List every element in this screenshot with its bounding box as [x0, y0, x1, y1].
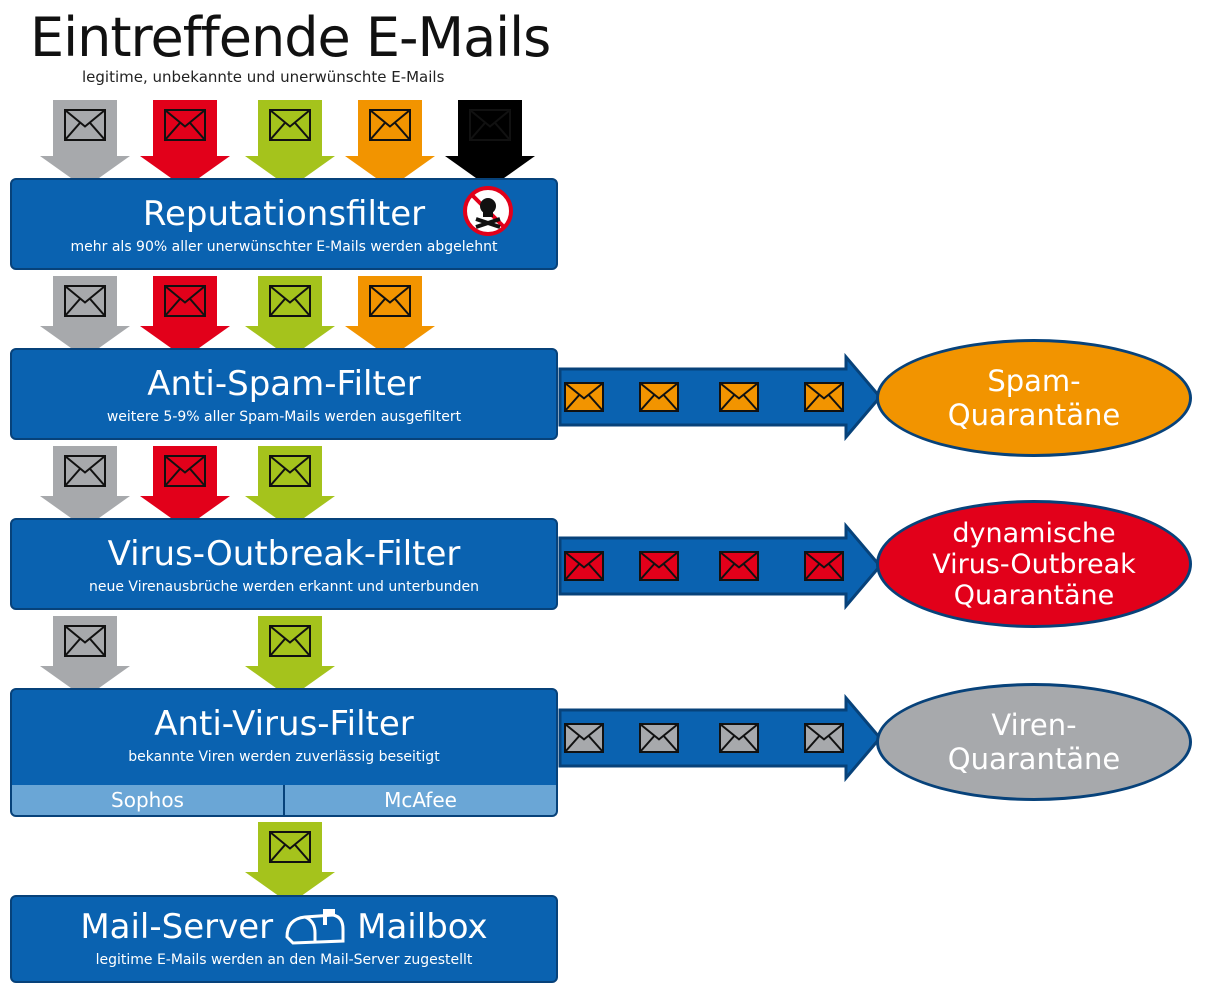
flow-arrow-legit-4	[40, 616, 130, 698]
envelope-icon	[564, 382, 604, 412]
mailbox-label: Mailbox	[357, 907, 488, 947]
vendor-sophos: Sophos	[111, 788, 184, 812]
flow-arrow-unknown-1	[245, 100, 335, 188]
antivirus-vendor-bar: Sophos McAfee	[10, 785, 558, 817]
anti-spam-filter-box: Anti-Spam-Filter weitere 5-9% aller Spam…	[10, 348, 558, 440]
reputation-filter-title: Reputationsfilter	[142, 194, 426, 234]
mail-server-label: Mail-Server	[80, 907, 274, 947]
virus-outbreak-quarantine-line-2: Virus-Outbreak	[932, 548, 1136, 580]
anti-virus-filter-subtitle: bekannte Viren werden zuverlässig beseit…	[128, 749, 440, 765]
envelope-icon	[719, 723, 759, 753]
spam-quarantine-arrow	[558, 352, 882, 442]
virus-quarantine: Viren- Quarantäne	[876, 683, 1192, 801]
envelope-icon	[639, 382, 679, 412]
virus-outbreak-quarantine-arrow	[558, 521, 882, 611]
flow-arrow-virus-1	[140, 100, 230, 188]
vendor-mcafee: McAfee	[283, 785, 556, 815]
envelope-icon	[64, 285, 106, 317]
envelope-icon	[804, 551, 844, 581]
spam-quarantine-line-2: Quarantäne	[947, 398, 1121, 432]
envelope-icon	[564, 551, 604, 581]
virus-quarantine-arrow	[558, 693, 882, 783]
flow-arrow-unknown-5	[245, 822, 335, 904]
envelope-icon	[369, 109, 411, 141]
envelope-icon	[639, 723, 679, 753]
envelope-icon	[804, 382, 844, 412]
envelope-icon	[64, 625, 106, 657]
envelope-icon	[369, 285, 411, 317]
virus-quarantine-line-1: Viren-	[991, 708, 1077, 742]
virus-outbreak-filter-box: Virus-Outbreak-Filter neue Virenausbrüch…	[10, 518, 558, 610]
anti-spam-filter-subtitle: weitere 5-9% aller Spam-Mails werden aus…	[106, 409, 462, 425]
virus-outbreak-filter-subtitle: neue Virenausbrüche werden erkannt und u…	[89, 579, 479, 595]
spam-quarantine-line-1: Spam-	[987, 364, 1081, 398]
virus-outbreak-quarantine: dynamische Virus-Outbreak Quarantäne	[876, 500, 1192, 628]
envelope-icon	[269, 455, 311, 487]
envelope-icon	[269, 831, 311, 863]
reputation-filter-box: Reputationsfilter mehr als 90% aller une…	[10, 178, 558, 270]
envelope-icon	[719, 382, 759, 412]
flow-arrow-spam-2	[345, 276, 435, 358]
flow-arrow-legit-3	[40, 446, 130, 528]
envelope-icon	[164, 455, 206, 487]
page-subtitle: legitime, unbekannte und unerwünschte E-…	[82, 68, 445, 86]
envelope-icon	[564, 723, 604, 753]
spam-quarantine: Spam- Quarantäne	[876, 339, 1192, 457]
envelope-icon	[639, 551, 679, 581]
virus-outbreak-quarantine-line-3: Quarantäne	[953, 579, 1115, 611]
envelope-icon	[269, 285, 311, 317]
envelope-icon	[804, 723, 844, 753]
mail-server-box: Mail-Server Mailbox legitime E-Mails wer…	[10, 895, 558, 983]
anti-spam-filter-title: Anti-Spam-Filter	[147, 364, 421, 404]
skull-crossbones-icon	[463, 186, 513, 236]
mail-server-subtitle: legitime E-Mails werden an den Mail-Serv…	[95, 952, 473, 968]
reputation-filter-subtitle: mehr als 90% aller unerwünschter E-Mails…	[70, 239, 498, 255]
flow-arrow-legit-2	[40, 276, 130, 358]
flow-arrow-unknown-4	[245, 616, 335, 698]
envelope-icon	[269, 109, 311, 141]
flow-arrow-unknown-3	[245, 446, 335, 528]
mailbox-icon	[285, 909, 345, 945]
flow-arrow-virus-2	[140, 276, 230, 358]
flow-arrow-spam-1	[345, 100, 435, 188]
envelope-icon	[64, 109, 106, 141]
virus-quarantine-line-2: Quarantäne	[947, 742, 1121, 776]
flow-arrow-blocked-1	[445, 100, 535, 188]
envelope-icon	[719, 551, 759, 581]
envelope-icon	[164, 285, 206, 317]
virus-outbreak-quarantine-line-1: dynamische	[952, 517, 1116, 549]
mail-server-heading: Mail-Server Mailbox	[12, 907, 556, 947]
virus-outbreak-filter-title: Virus-Outbreak-Filter	[107, 534, 461, 574]
flow-arrow-virus-3	[140, 446, 230, 528]
envelope-icon	[469, 109, 511, 141]
anti-virus-filter-box: Anti-Virus-Filter bekannte Viren werden …	[10, 688, 558, 788]
flow-arrow-unknown-2	[245, 276, 335, 358]
envelope-icon	[164, 109, 206, 141]
envelope-icon	[64, 455, 106, 487]
flow-arrow-legit-1	[40, 100, 130, 188]
envelope-icon	[269, 625, 311, 657]
anti-virus-filter-title: Anti-Virus-Filter	[154, 704, 414, 744]
page-title: Eintreffende E-Mails	[30, 6, 551, 69]
